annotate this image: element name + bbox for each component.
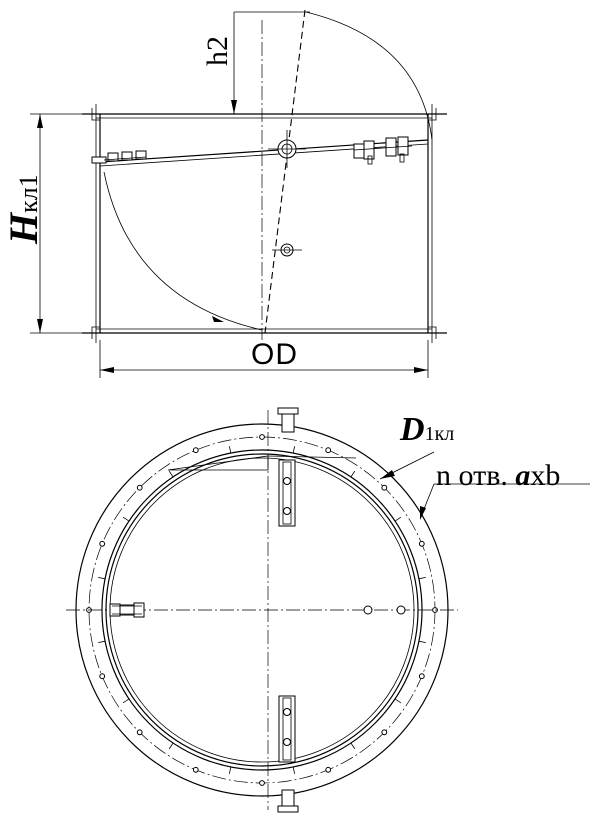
upper-shaft-bracket [278, 459, 296, 527]
flange-tick [292, 766, 295, 774]
bolt-hole [192, 447, 199, 454]
bolt-hole [259, 434, 265, 440]
bolt-hole [136, 729, 143, 736]
od-text: OD [251, 338, 298, 371]
holes-label: n отв. axb [436, 461, 560, 491]
right-hole-1 [363, 605, 373, 615]
bolt-hole [99, 673, 106, 680]
od-label: OD [251, 340, 298, 370]
bolt-hole [418, 540, 425, 547]
flange-tick [229, 766, 232, 774]
flange-tick [418, 640, 426, 643]
bolt-hole [325, 766, 332, 773]
flange-tick [122, 516, 130, 522]
flange-tick [350, 470, 356, 478]
flange-tick [168, 470, 174, 478]
lower-shaft-bracket [278, 695, 296, 763]
blade-rotation-axis [264, 9, 306, 334]
height-label: Hкл1 [1, 174, 46, 244]
bolt-hole [325, 447, 332, 454]
flange-tick [98, 640, 106, 643]
flange-tick [350, 742, 356, 750]
bolt-hole [418, 673, 425, 680]
flange-tick [98, 577, 106, 580]
lower-swing-arc [103, 171, 263, 331]
right-blade-clamp [353, 136, 413, 165]
height-label-sub: кл1 [14, 174, 43, 213]
flange-tick [168, 742, 174, 750]
bolt-hole [136, 484, 143, 491]
h2-label: h2 [201, 36, 234, 66]
holes-suffix: xb [530, 459, 561, 492]
bolt-hole [259, 780, 265, 786]
bolt-hole [192, 766, 199, 773]
flange-tick [418, 577, 426, 580]
h2-text: h2 [201, 36, 234, 66]
flange-tick [394, 516, 402, 522]
flange-tick [122, 698, 130, 704]
left-lock-assembly [109, 602, 145, 618]
flange-tick [229, 446, 232, 454]
height-label-main: H [1, 212, 46, 244]
right-hole-2 [396, 605, 406, 615]
flange-diameter-sub: 1кл [424, 423, 455, 445]
flange-diameter-main: D [400, 411, 425, 448]
holes-a: a [515, 459, 531, 492]
damper-blade [99, 139, 429, 163]
bolt-hole [381, 729, 388, 736]
left-blade-clamp [91, 150, 147, 164]
bolt-hole [99, 540, 106, 547]
flange-tick [394, 698, 402, 704]
flange-diameter-label: D1кл [400, 413, 454, 447]
side-view [30, 9, 447, 378]
flange-tick [292, 446, 295, 454]
holes-prefix: n отв. [436, 459, 508, 492]
upper-swing-arc [305, 11, 433, 141]
top-view [66, 407, 590, 813]
bolt-hole [381, 484, 388, 491]
